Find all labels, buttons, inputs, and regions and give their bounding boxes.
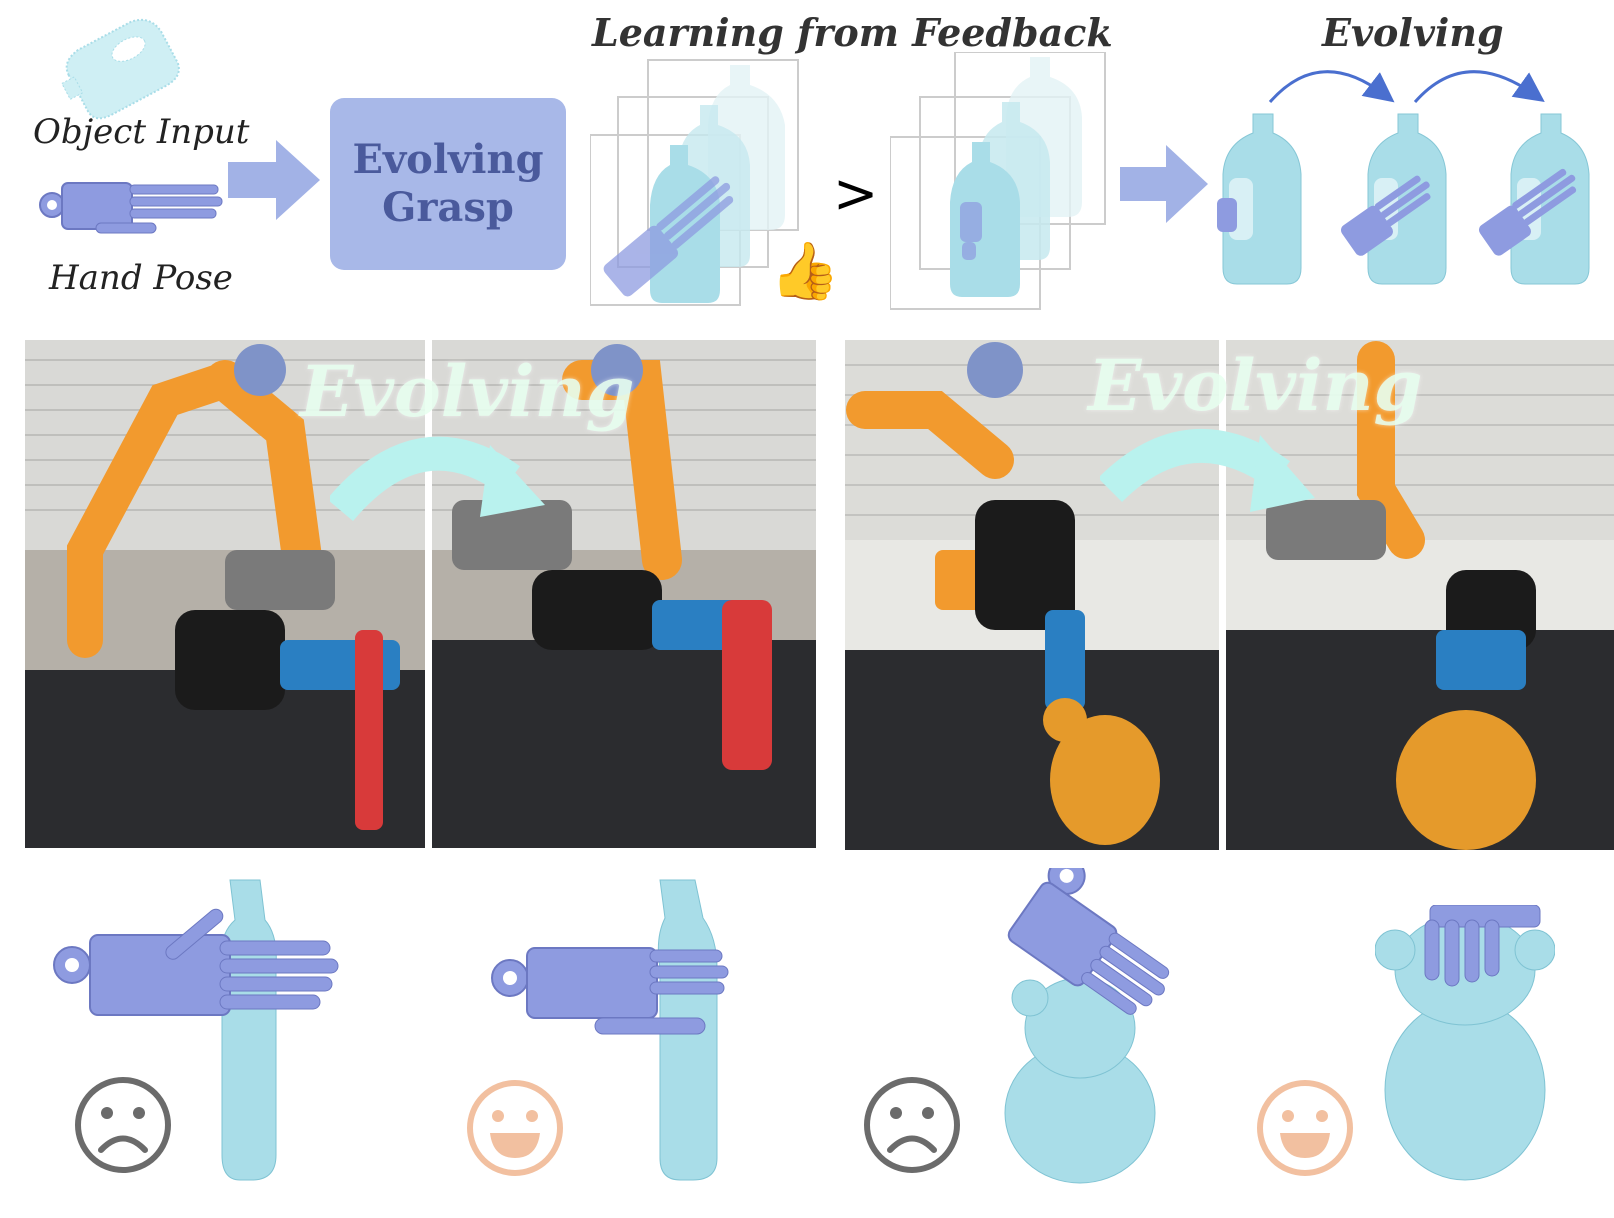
- arrow-to-evolving-icon: [1120, 145, 1208, 223]
- box-line1: Evolving: [352, 136, 544, 183]
- thumbs-up-icon: 👍: [770, 239, 840, 304]
- learning-header: Learning from Feedback: [592, 10, 1113, 55]
- sad-face-icon: [864, 1077, 960, 1173]
- object-input-label: Object Input: [33, 112, 250, 152]
- happy-face-icon: [1257, 1080, 1353, 1176]
- grasp-render-spray-good: [491, 879, 729, 1181]
- evolving-curve-arrows: [1268, 70, 1545, 103]
- box-line2: Grasp: [382, 184, 514, 231]
- robot-photo-bear-before: [845, 340, 1219, 850]
- robot-photo-spray-before: [25, 340, 425, 848]
- robot-photo-bear-after: [1226, 340, 1614, 850]
- grasp-render-bear-good: [1375, 905, 1555, 1181]
- feedback-cluster-bad: [890, 52, 1106, 310]
- object-input-pointcloud: [61, 18, 180, 120]
- evolving-grasp-box: Evolving Grasp: [330, 98, 566, 270]
- evolving-header: Evolving: [1322, 10, 1504, 55]
- grasp-render-spray-bad: [53, 879, 339, 1181]
- feedback-cluster-good: [590, 59, 799, 306]
- grasp-render-bear-bad: [1004, 868, 1170, 1184]
- photo-overlay-left: Evolving: [300, 350, 635, 433]
- arrow-to-box-icon: [228, 140, 320, 220]
- hand-pose-label: Hand Pose: [49, 258, 233, 298]
- photo-overlay-right: Evolving: [1088, 344, 1423, 427]
- happy-face-icon: [467, 1080, 563, 1176]
- photo-arrow-right-icon: [1100, 428, 1315, 512]
- comparison-symbol: >: [833, 162, 879, 225]
- sad-face-icon: [75, 1077, 171, 1173]
- hand-pose-icon: [39, 182, 223, 234]
- evolving-bottles: [1217, 113, 1590, 285]
- photo-arrow-left-icon: [330, 436, 545, 522]
- robot-photo-spray-after: [432, 340, 816, 848]
